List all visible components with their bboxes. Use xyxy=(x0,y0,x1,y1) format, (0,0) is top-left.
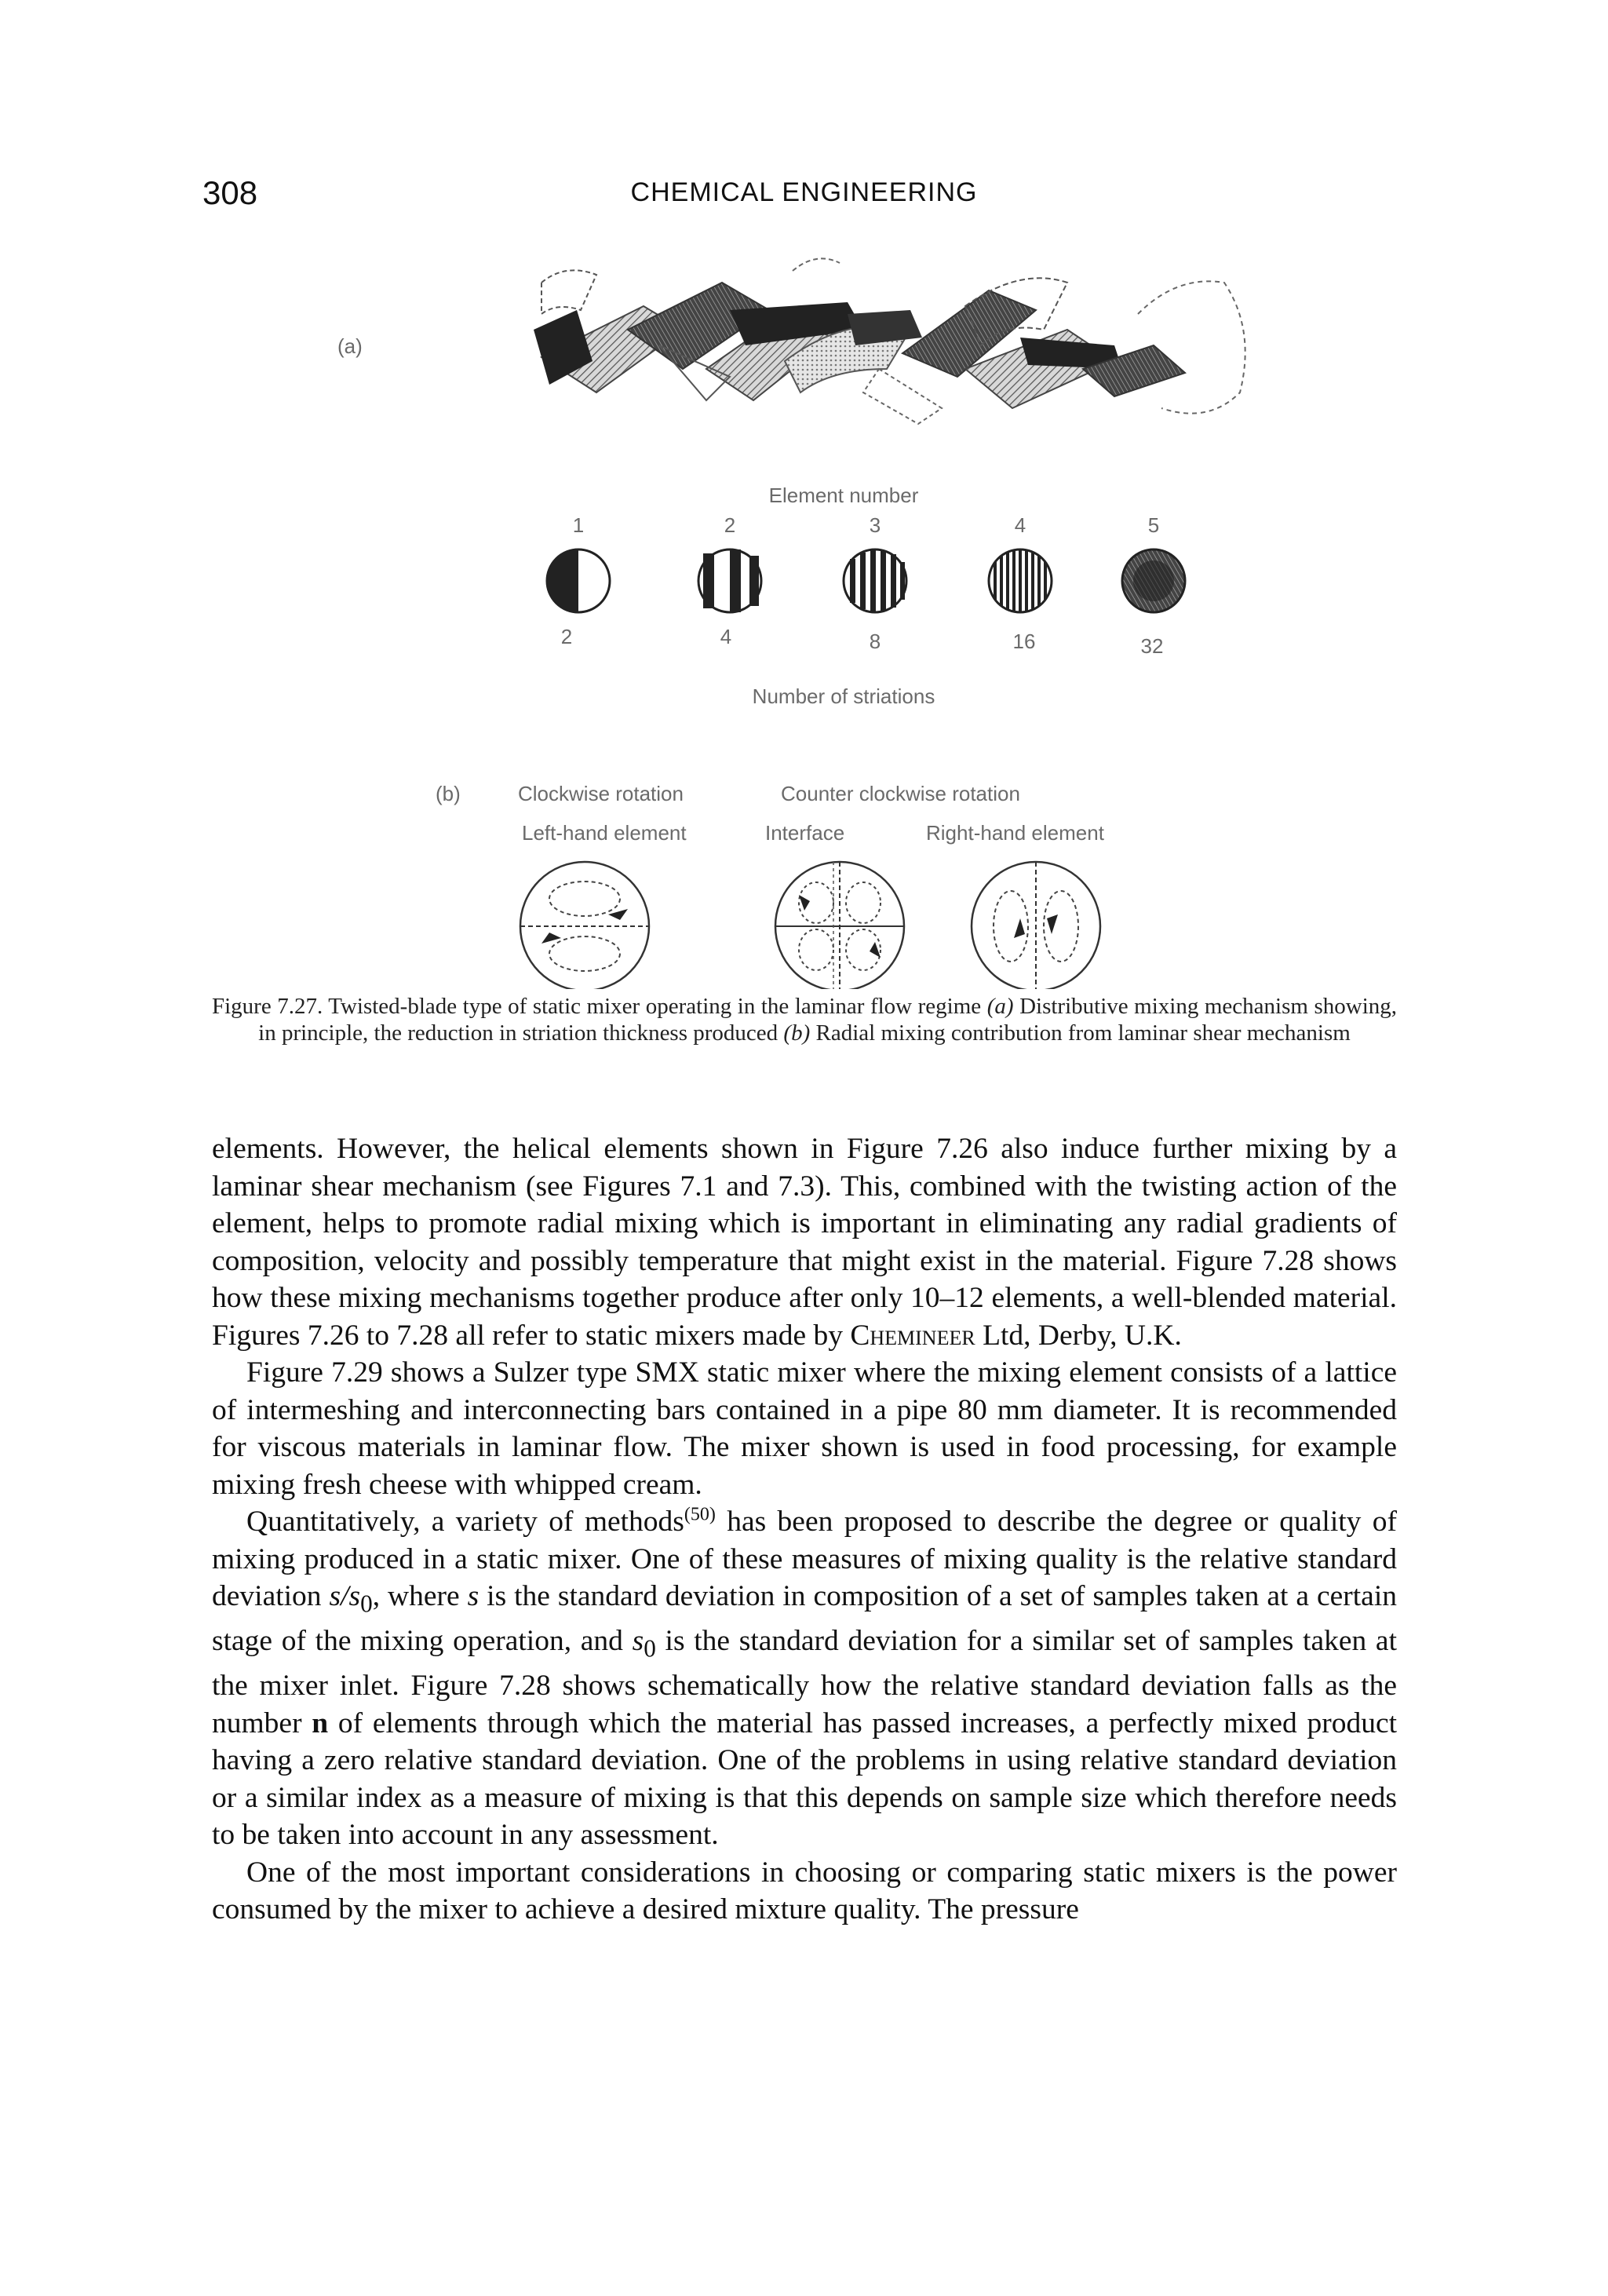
ratio-subscript: 0 xyxy=(360,1590,373,1618)
paragraph-2: Figure 7.29 shows a Sulzer type SMX stat… xyxy=(212,1356,1397,1501)
counter-clockwise-rotation-label: Counter clockwise rotation xyxy=(781,782,1020,805)
striation-count-5: 32 xyxy=(1141,634,1164,658)
striation-count-1: 2 xyxy=(561,625,572,648)
panel-a-label: (a) xyxy=(337,334,363,358)
paragraph-3-text-b: has been proposed to describe the degree… xyxy=(212,1506,1398,1612)
twisted-blade-mixer-illustration xyxy=(534,257,1246,425)
striation-disc-1 xyxy=(545,548,611,614)
symbol-n: n xyxy=(312,1706,329,1739)
element-number-3: 3 xyxy=(870,513,881,537)
caption-b-ref: (b) xyxy=(783,1020,811,1046)
element-number-heading: Element number xyxy=(769,484,919,507)
striation-disc-3 xyxy=(842,548,908,614)
element-number-2: 2 xyxy=(724,513,735,537)
running-head: CHEMICAL ENGINEERING xyxy=(630,177,978,207)
paragraph-3: Quantitatively, a variety of methods(50)… xyxy=(212,1503,1397,1854)
striation-count-4: 16 xyxy=(1013,630,1036,653)
paragraph-1-text-b: Ltd, Derby, U.K. xyxy=(983,1319,1182,1352)
paragraph-3-text-d: is the standard deviation in composition… xyxy=(212,1580,1397,1657)
caption-text-3: Radial mixing contribution from laminar … xyxy=(815,1020,1351,1046)
symbol-s: s xyxy=(467,1580,479,1612)
symbol-s0: s xyxy=(632,1625,644,1657)
striation-count-2: 4 xyxy=(720,625,731,648)
interface-label: Interface xyxy=(765,821,844,845)
striation-disc-5 xyxy=(1121,548,1187,614)
paragraph-1: elements. However, the helical elements … xyxy=(212,1130,1397,1354)
ratio-s-over-s0: s/s xyxy=(329,1580,361,1612)
right-hand-element-label: Right-hand element xyxy=(926,821,1105,845)
striation-disc-4 xyxy=(987,548,1053,614)
paragraph-1-text-a: elements. However, the helical elements … xyxy=(212,1133,1397,1352)
left-hand-element-label: Left-hand element xyxy=(522,821,687,845)
left-hand-element-diagram xyxy=(519,860,651,989)
striations-heading: Number of striations xyxy=(753,684,935,708)
body-text: elements. However, the helical elements … xyxy=(212,1130,1397,1929)
figure-caption: Figure 7.27. Twisted-blade type of stati… xyxy=(212,993,1397,1046)
interface-diagram xyxy=(774,860,906,989)
symbol-s0-subscript: 0 xyxy=(644,1634,656,1663)
page-header: 308 CHEMICAL ENGINEERING xyxy=(0,174,1608,221)
striation-disc-2 xyxy=(697,548,763,614)
paragraph-3-text-c: , where xyxy=(372,1580,460,1612)
element-number-1: 1 xyxy=(573,513,584,537)
panel-b-label: (b) xyxy=(436,782,461,805)
caption-a-ref: (a) xyxy=(986,994,1014,1019)
caption-text-2: Distributive mixing mechanism showing, i… xyxy=(258,994,1398,1046)
element-number-5: 5 xyxy=(1148,513,1159,537)
figure-7-27: (a) Element number 1 2 3 4 5 xyxy=(0,235,1608,989)
reference-50: (50) xyxy=(684,1504,716,1525)
page-number: 308 xyxy=(202,174,258,211)
paragraph-3-text-f: of elements through which the material h… xyxy=(212,1706,1398,1852)
paragraph-4: One of the most important considerations… xyxy=(212,1856,1397,1926)
caption-text-1: Twisted-blade type of static mixer opera… xyxy=(328,994,982,1019)
striation-count-3: 8 xyxy=(870,630,881,653)
company-name: Chemineer xyxy=(850,1319,975,1352)
caption-label: Figure 7.27. xyxy=(212,994,323,1019)
clockwise-rotation-label: Clockwise rotation xyxy=(518,782,684,805)
paragraph-3-text-a: Quantitatively, a variety of methods xyxy=(246,1506,684,1538)
paragraph-3-text-e: is the standard deviation for a similar … xyxy=(212,1625,1397,1739)
element-number-4: 4 xyxy=(1015,513,1026,537)
right-hand-element-diagram xyxy=(970,860,1102,989)
